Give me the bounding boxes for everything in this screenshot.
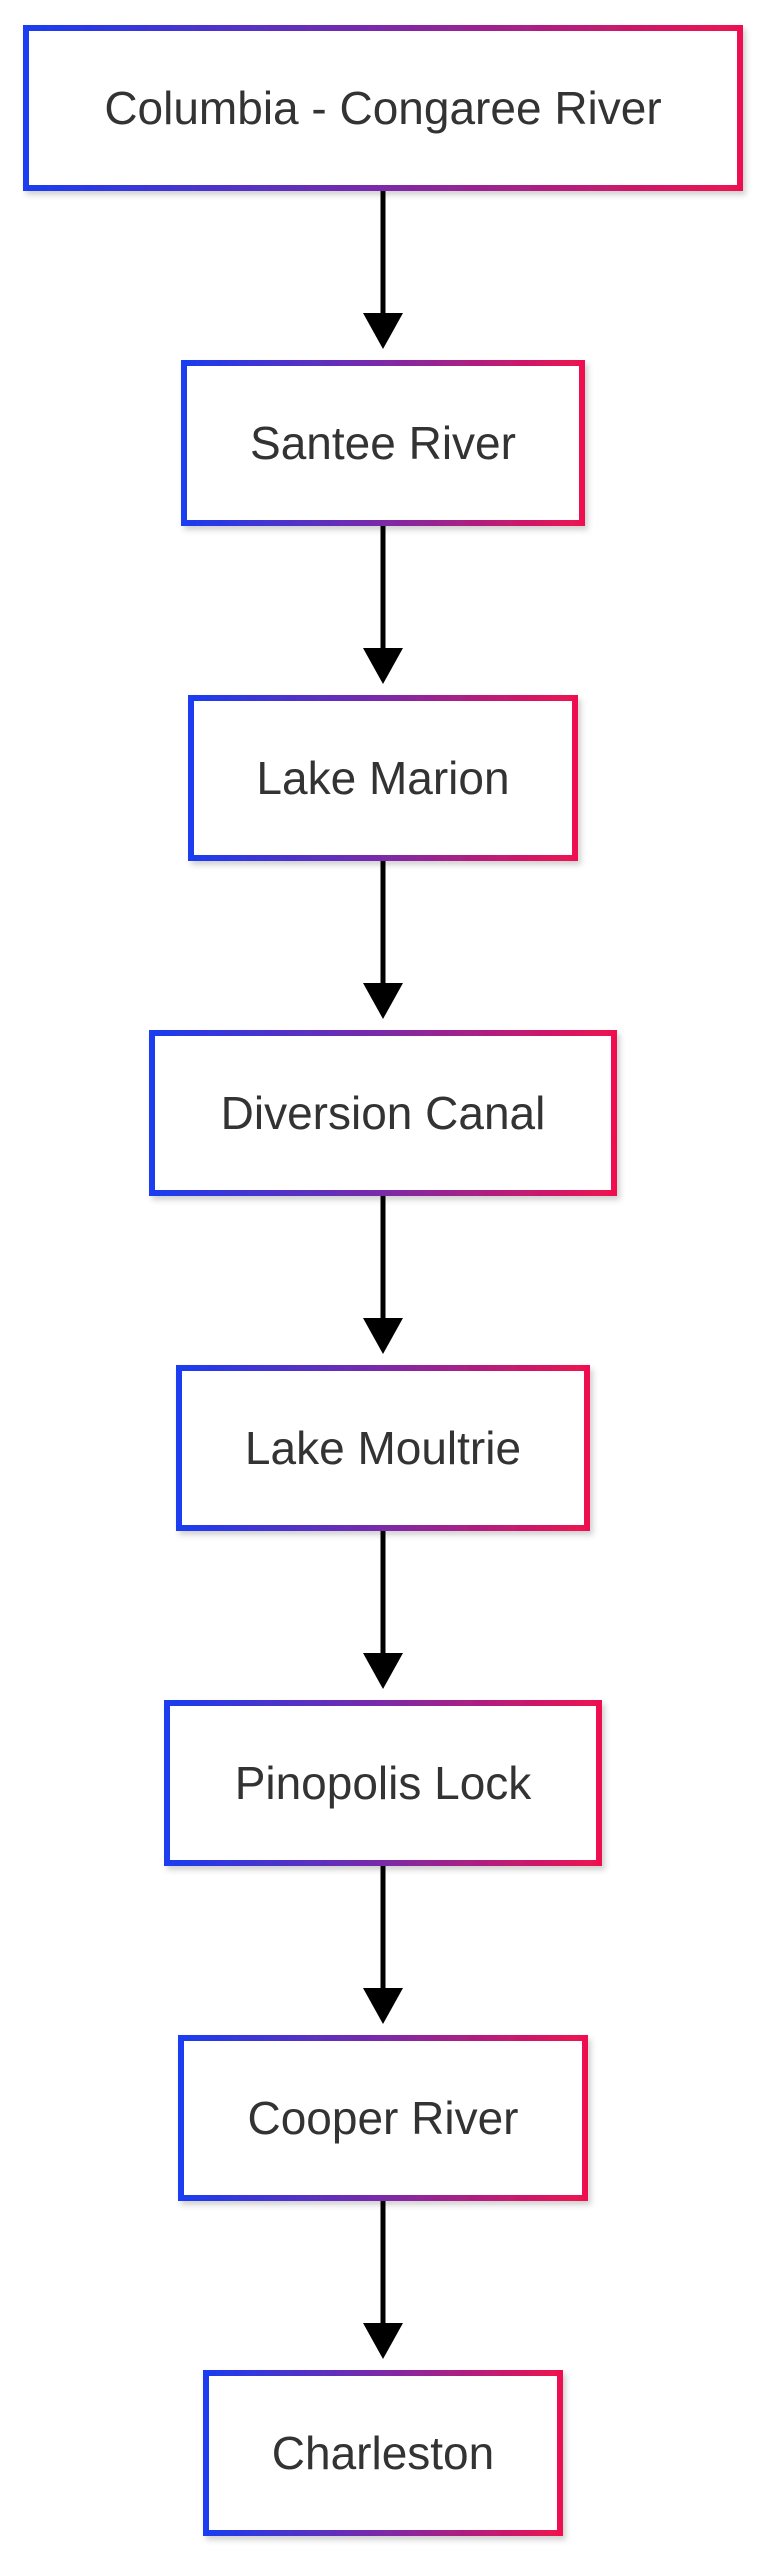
flow-node-label: Columbia - Congaree River xyxy=(104,82,661,134)
flow-node-box xyxy=(188,695,578,861)
edge-arrowhead-5 xyxy=(363,1988,403,2024)
flow-node-box xyxy=(149,1030,617,1196)
flow-node-label: Lake Marion xyxy=(256,752,509,804)
edge-arrowhead-0 xyxy=(363,313,403,349)
flow-node-1: Santee River xyxy=(181,360,585,526)
flow-node-box xyxy=(181,360,585,526)
flow-node-4: Lake Moultrie xyxy=(176,1365,590,1531)
flow-node-label: Cooper River xyxy=(248,2092,519,2144)
edges-layer xyxy=(363,188,403,2359)
flow-node-0: Columbia - Congaree River xyxy=(23,25,743,191)
flow-node-label: Pinopolis Lock xyxy=(235,1757,533,1809)
flow-node-label: Diversion Canal xyxy=(221,1087,546,1139)
flow-node-box xyxy=(178,2035,588,2201)
edge-arrowhead-3 xyxy=(363,1318,403,1354)
edge-arrowhead-1 xyxy=(363,648,403,684)
flow-node-label: Lake Moultrie xyxy=(245,1422,521,1474)
edge-arrowhead-2 xyxy=(363,983,403,1019)
flow-node-box xyxy=(23,25,743,191)
edge-arrowhead-4 xyxy=(363,1653,403,1689)
edge-arrowhead-6 xyxy=(363,2323,403,2359)
flow-node-2: Lake Marion xyxy=(188,695,578,861)
flow-node-3: Diversion Canal xyxy=(149,1030,617,1196)
flow-node-7: Charleston xyxy=(203,2370,563,2536)
flow-node-label: Santee River xyxy=(250,417,516,469)
flow-node-box xyxy=(164,1700,602,1866)
flow-node-label: Charleston xyxy=(272,2427,494,2479)
flow-node-6: Cooper River xyxy=(178,2035,588,2201)
flow-node-box xyxy=(176,1365,590,1531)
flow-node-5: Pinopolis Lock xyxy=(164,1700,602,1866)
flow-node-box xyxy=(203,2370,563,2536)
